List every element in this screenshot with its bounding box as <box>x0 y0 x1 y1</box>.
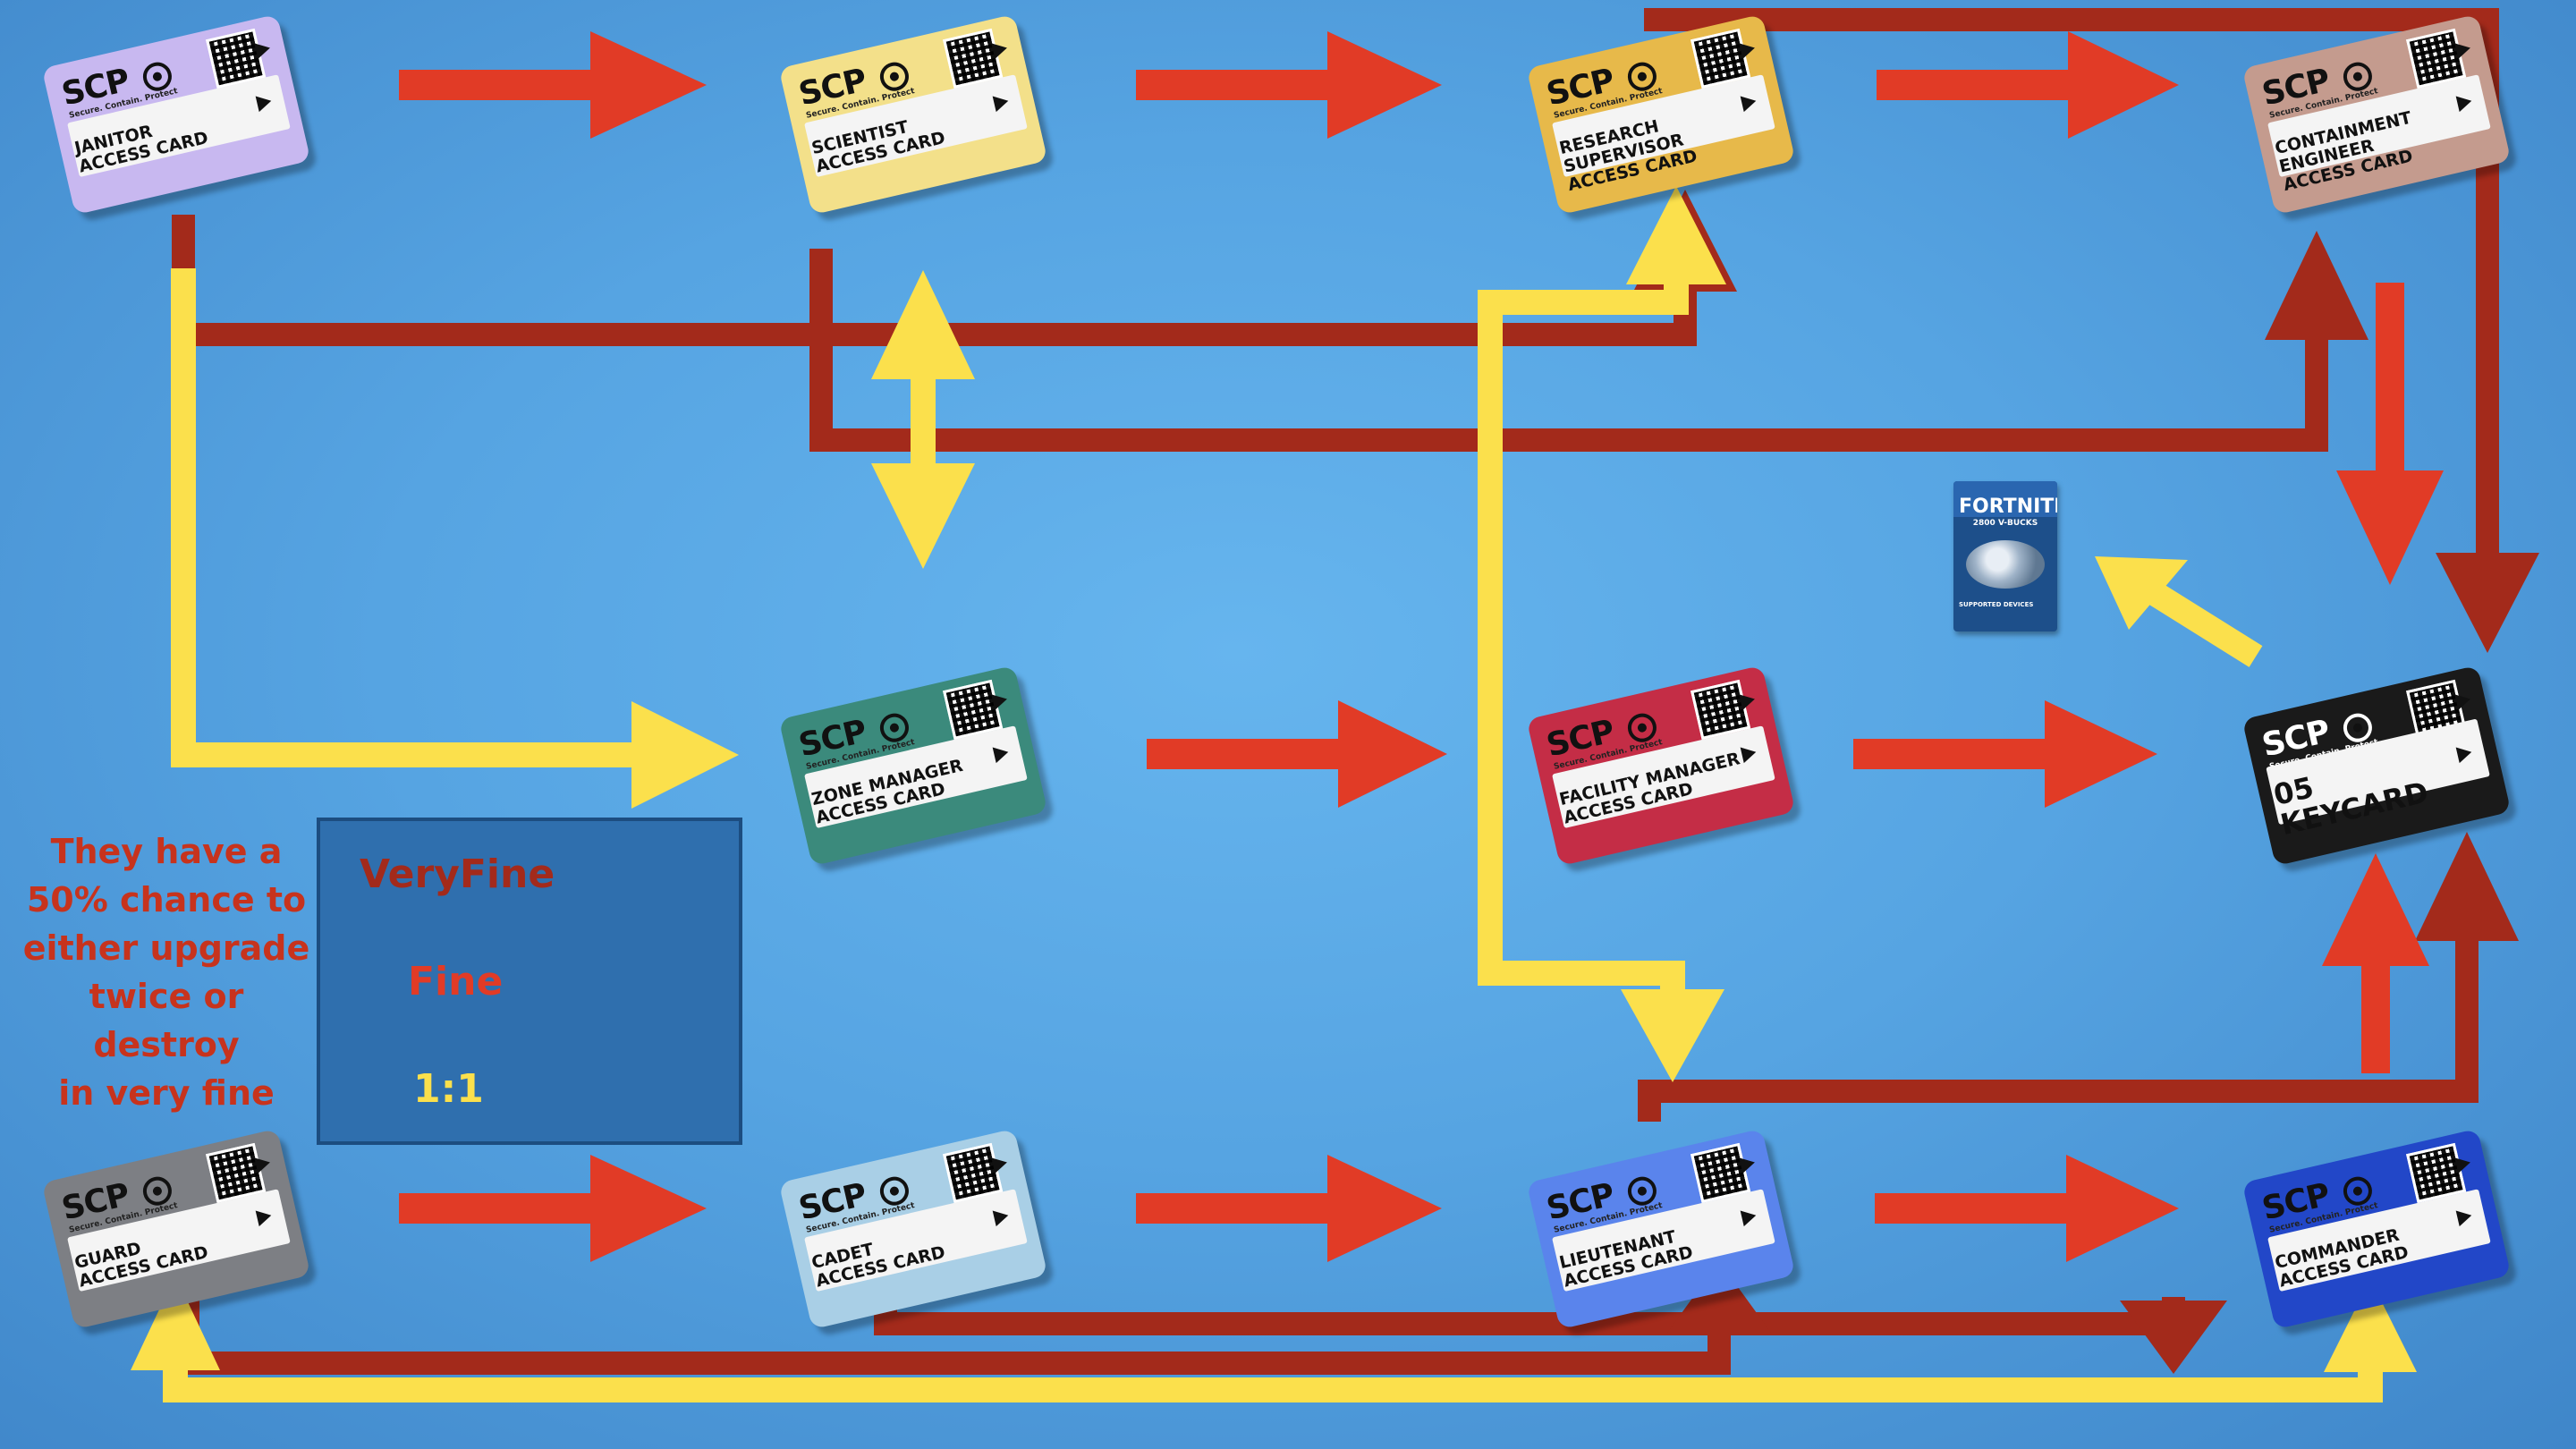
line-zone-research-lieutenant <box>1478 284 1689 1002</box>
head-zone <box>631 701 739 809</box>
head-lieutenant-yellow <box>1621 989 1724 1082</box>
arrow-commander-o5 <box>2322 853 2429 1073</box>
legend-box: VeryFine Fine 1:1 <box>317 818 742 1145</box>
triangle-icon <box>2454 691 2472 710</box>
head-research-yellow <box>1626 186 1726 284</box>
triangle-icon <box>254 1154 272 1174</box>
vbucks-coins-icon <box>1966 540 2045 589</box>
triangle-icon <box>991 1154 1009 1174</box>
head-o5-bottom <box>2415 832 2519 941</box>
line-scientist-to-containment <box>809 249 2328 452</box>
triangle-icon <box>254 39 272 59</box>
head-zone-down <box>871 463 975 569</box>
head-commander <box>2120 1301 2227 1374</box>
arrow-containment-o5 <box>2336 283 2444 585</box>
gift-card-amount: 2800 V-BUCKS <box>1972 519 2038 528</box>
triangle-icon <box>2454 1154 2472 1174</box>
arrow-guard-cadet <box>399 1155 707 1262</box>
head-commander-yellow <box>2324 1279 2417 1372</box>
gift-card-header <box>1953 481 2057 517</box>
upgrade-note: They have a 50% chance to either upgrade… <box>18 827 315 1117</box>
arrow-research-containment <box>1877 31 2179 139</box>
head-containment <box>2265 231 2368 340</box>
arrow-janitor-scientist <box>399 31 707 139</box>
head-scientist-up <box>871 270 975 379</box>
arrow-facility-o5 <box>1853 700 2157 808</box>
triangle-icon <box>1739 1154 1757 1174</box>
head-giftcard <box>2095 556 2188 630</box>
line-janitor-to-zone <box>171 268 642 767</box>
head-guard <box>131 1275 220 1370</box>
note-line: They have a <box>50 832 283 871</box>
triangle-icon <box>1739 39 1757 59</box>
legend-one-to-one-label: 1:1 <box>413 1066 484 1112</box>
head-lieutenant <box>1667 1261 1771 1333</box>
triangle-icon <box>1739 691 1757 710</box>
fine-arrows <box>399 31 2444 1262</box>
note-line: either upgrade <box>22 928 310 968</box>
triangle-icon <box>991 691 1009 710</box>
line-cadet-to-commander <box>874 1267 2185 1335</box>
arrow-cadet-lieutenant <box>1136 1155 1442 1262</box>
fortnite-gift-card: FORTNITE 2800 V-BUCKS SUPPORTED DEVICES <box>1953 481 2057 631</box>
arrow-lieutenant-commander <box>1875 1155 2179 1262</box>
triangle-icon <box>991 39 1009 59</box>
one-to-one-heads <box>131 186 2417 1372</box>
gift-card-brand: FORTNITE <box>1959 496 2057 518</box>
note-line: twice or destroy <box>89 977 244 1064</box>
gift-card-footer: SUPPORTED DEVICES <box>1959 601 2034 608</box>
arrow-zone-facility <box>1147 700 1447 808</box>
legend-very-fine-label: VeryFine <box>360 852 555 897</box>
triangle-icon <box>2454 39 2472 59</box>
line-lieutenant-to-o5 <box>1638 930 2479 1122</box>
legend-fine-label: Fine <box>408 959 504 1004</box>
head-o5-top <box>2436 553 2539 653</box>
arrow-scientist-research <box>1136 31 1442 139</box>
line-research-to-o5 <box>1644 8 2499 553</box>
line-o5-to-giftcard <box>2148 583 2263 667</box>
note-line: in very fine <box>58 1073 275 1113</box>
note-line: 50% chance to <box>26 880 307 919</box>
